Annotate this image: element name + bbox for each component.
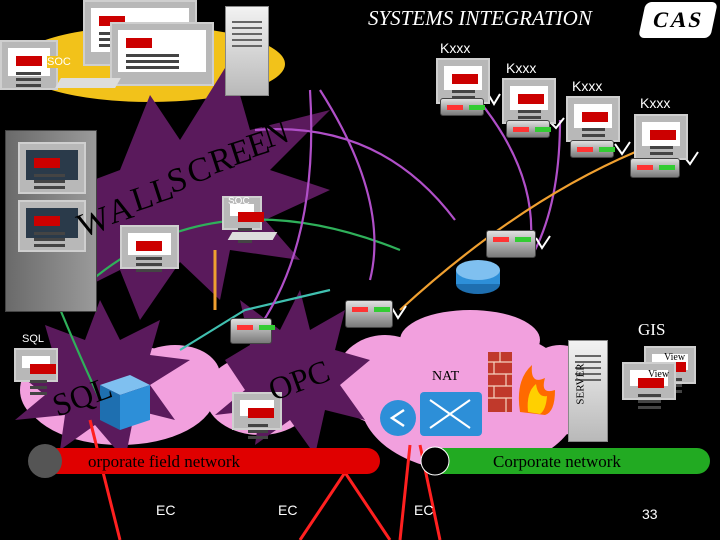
kxxx-unit-4 [634, 114, 688, 160]
fire-icon [518, 365, 555, 415]
link-purple-5 [319, 89, 376, 281]
kxxx-label-1: Kxxx [440, 40, 471, 56]
wall-screen-monitor-3 [120, 225, 179, 269]
connector-icon-5 [535, 235, 551, 250]
corporate-network-label: Corporate network [493, 452, 621, 471]
wall-screen-monitor-2 [18, 200, 86, 252]
soc-mid-monitor [222, 196, 264, 231]
connector-icon-1 [487, 93, 501, 106]
link-orange-2 [399, 148, 641, 311]
kxxx-modem-2 [506, 120, 550, 138]
sql-label-small: SQL [22, 333, 45, 345]
soc-mid-keyboard [227, 232, 278, 240]
soc-label-mid: SOC [228, 196, 250, 207]
soc-server [225, 6, 269, 96]
link-purple-4 [249, 89, 313, 341]
view-monitor-2 [622, 362, 676, 400]
gateway-icon [380, 400, 416, 436]
link-purple-3 [534, 119, 562, 251]
wall-screen-burst [20, 60, 330, 320]
soc-label-top: SOC [283, 37, 314, 53]
server-label: SERVER [574, 363, 587, 405]
opc-monitor [232, 392, 282, 430]
link-teal-1 [179, 288, 331, 351]
connector-icon-3 [614, 141, 631, 156]
sql-monitor [14, 348, 58, 383]
nat-router-icon [420, 392, 482, 436]
ec-label-1: EC [156, 502, 176, 518]
router-icon [456, 260, 500, 294]
kxxx-modem-4 [630, 158, 680, 178]
nat-label: NAT [432, 369, 460, 384]
link-green-1 [69, 218, 401, 301]
field-network-bar [45, 448, 380, 474]
wall-screen-monitor-1 [18, 142, 86, 194]
link-red-1 [88, 419, 122, 540]
modem-opc-1 [345, 300, 393, 328]
sql-burst [15, 300, 190, 460]
kxxx-label-3: Kxxx [572, 78, 603, 94]
page-title: SYSTEMS INTEGRATION [368, 6, 592, 30]
page-number: 33 [642, 506, 658, 522]
firewall-icon [488, 352, 512, 412]
gateway-arrow [389, 408, 405, 428]
kxxx-modem-3 [570, 140, 614, 158]
field-network-cap [28, 444, 62, 478]
field-network-label: orporate field network [88, 452, 240, 471]
gis-server [568, 340, 608, 442]
modem-mid [486, 230, 536, 258]
soc-monitor-2 [110, 22, 214, 86]
gis-label: GIS [638, 320, 666, 339]
corporate-network-bar [425, 448, 710, 474]
view-label-1: View [664, 352, 686, 363]
kxxx-unit-3 [566, 96, 620, 142]
sql-database-icon [100, 375, 150, 430]
cas-logo-text: CAS [650, 7, 706, 32]
ec-label-2: EC [278, 502, 298, 518]
kxxx-modem-1 [440, 98, 484, 116]
cas-logo: CAS [638, 2, 718, 38]
modem-opc-2 [230, 318, 272, 344]
corporate-network-cap [420, 446, 450, 476]
connector-icon-6 [391, 305, 407, 320]
link-red-5 [398, 444, 412, 540]
soc-monitor-3 [0, 40, 58, 90]
ec-label-3: EC [414, 502, 434, 518]
kxxx-unit-1 [436, 58, 490, 104]
soc-label-left: SOC [47, 56, 71, 68]
kxxx-label-4: Kxxx [640, 95, 671, 111]
soc-keyboard [55, 78, 121, 88]
link-purple-1 [254, 128, 456, 221]
kxxx-unit-2 [502, 78, 556, 124]
view-label-2: View [648, 369, 670, 380]
kxxx-label-2: Kxxx [506, 60, 537, 76]
corporate-cloud [335, 310, 600, 472]
